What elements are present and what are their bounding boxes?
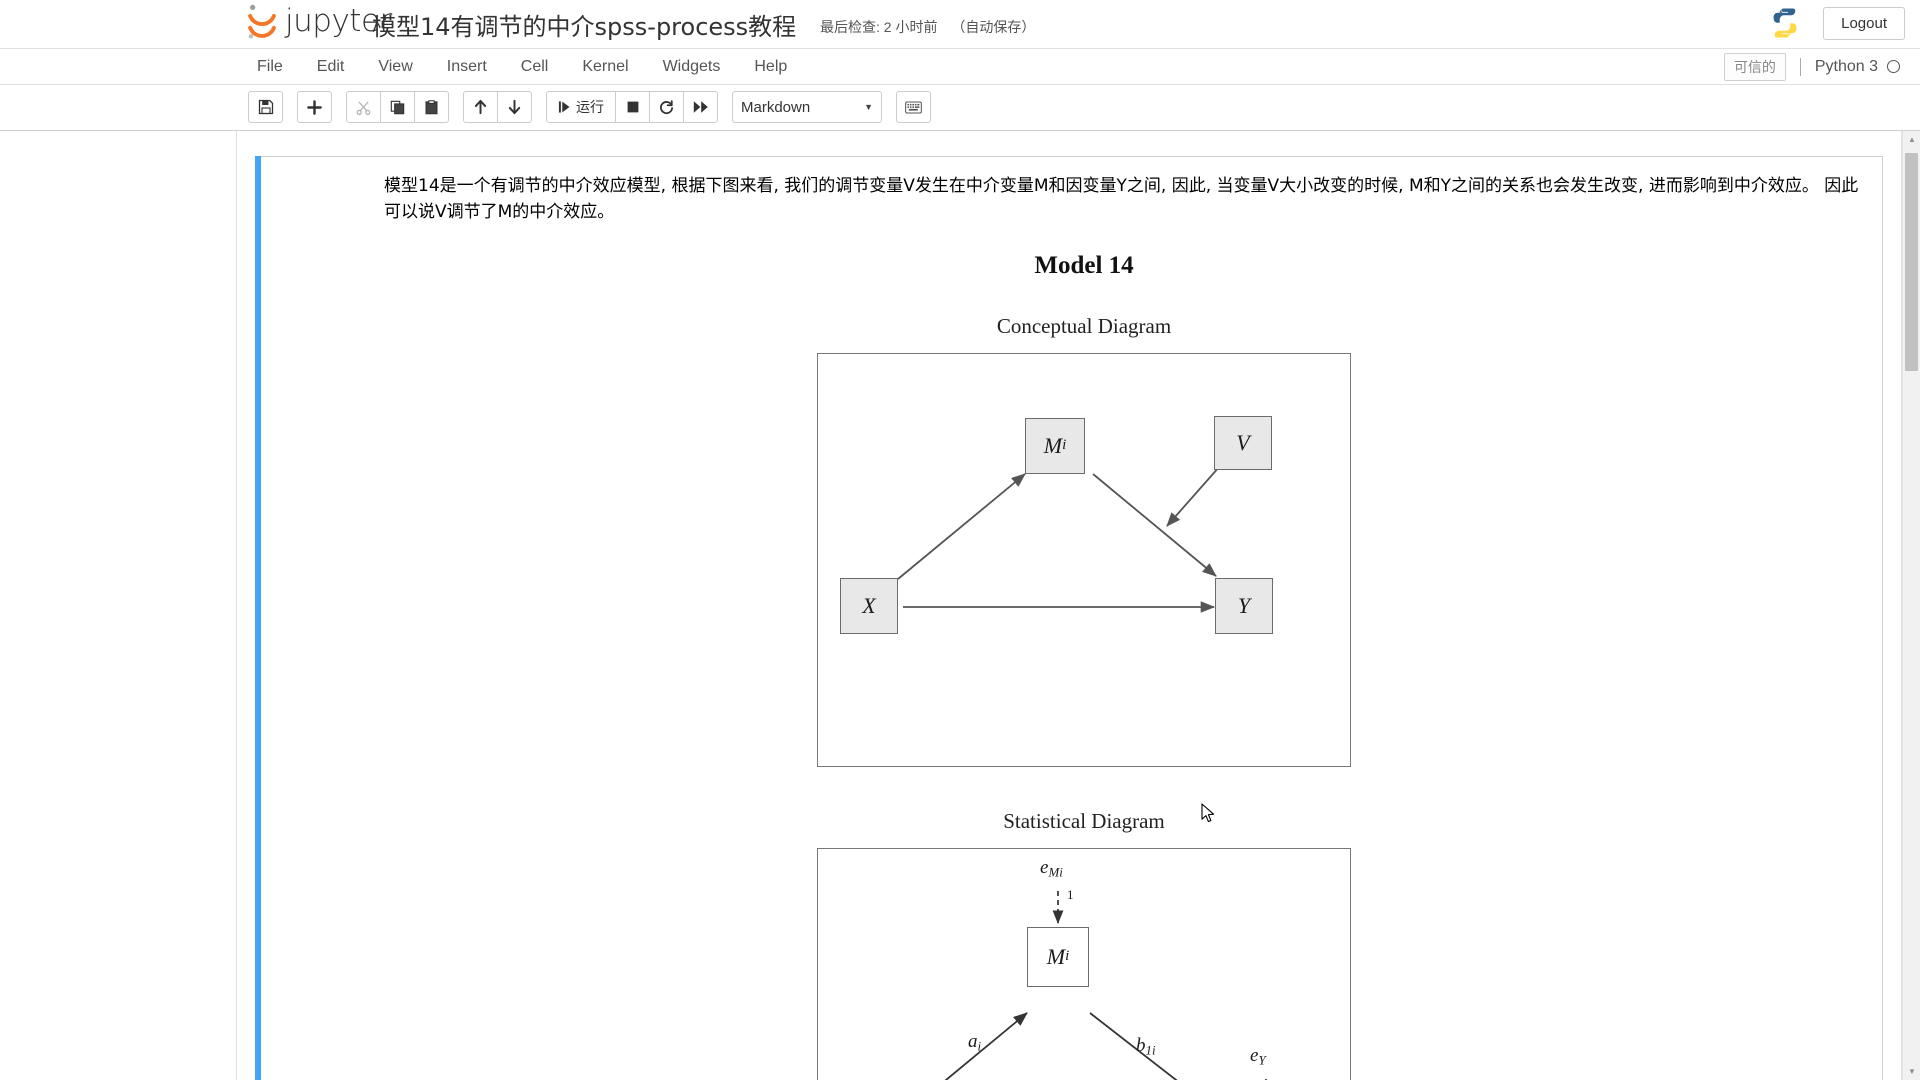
label-a: ai	[968, 1030, 982, 1054]
insert-cell-below-button[interactable]	[297, 91, 332, 123]
checkpoint-text: 最后检查: 2 小时前	[820, 19, 938, 35]
save-button[interactable]	[248, 91, 283, 123]
run-label: 运行	[576, 99, 604, 115]
jupyter-logo[interactable]: jupyter	[245, 2, 392, 40]
plus-icon	[307, 99, 322, 115]
statistical-diagram-edges	[944, 890, 1267, 1080]
menubar-container: File Edit View Insert Cell Kernel Widget…	[0, 49, 1920, 85]
node-V: V	[1214, 415, 1272, 470]
trusted-badge[interactable]: 可信的	[1723, 52, 1786, 81]
python-logo-icon	[1773, 8, 1797, 38]
restart-kernel-button[interactable]	[649, 91, 684, 123]
statistical-diagram-wrap: Statistical Diagram	[817, 809, 1351, 1080]
run-cell-button[interactable]: 运行	[546, 91, 616, 123]
conceptual-diagram-edges	[897, 448, 1236, 613]
command-palette-button[interactable]	[896, 91, 931, 123]
label-e-Y: eY	[1250, 1044, 1266, 1068]
arrow-down-icon	[508, 99, 521, 115]
stat-node-M-subscript: i	[1065, 948, 1070, 965]
restart-and-run-all-button[interactable]	[683, 91, 718, 123]
menu-help[interactable]: Help	[754, 57, 788, 75]
toolbar-group-insert	[297, 91, 332, 123]
toolbar-group-run: 运行	[546, 91, 718, 123]
scroll-thumb[interactable]	[1905, 153, 1918, 371]
interrupt-kernel-button[interactable]	[615, 91, 650, 123]
cell-type-value: Markdown	[741, 98, 811, 116]
menu-view[interactable]: View	[378, 57, 413, 75]
menu-edit[interactable]: Edit	[316, 57, 345, 75]
cell-type-select[interactable]: Markdown ▼	[732, 91, 882, 123]
label-e-M: eMi	[1040, 856, 1063, 880]
jupyter-mark-icon	[248, 4, 276, 39]
notebook-site: 模型14是一个有调节的中介效应模型, 根据下图来看, 我们的调节变量V发生在中介…	[0, 131, 1920, 1080]
jupyter-wordmark: jupyter	[285, 3, 392, 39]
label-b1: b1i	[1136, 1034, 1156, 1058]
menu-widgets[interactable]: Widgets	[662, 57, 721, 75]
menu-insert[interactable]: Insert	[446, 57, 487, 75]
floppy-disk-icon	[258, 99, 273, 115]
node-X-label: X	[862, 592, 876, 618]
arrow-up-icon	[474, 99, 487, 115]
node-Y: Y	[1215, 577, 1273, 634]
fast-forward-icon	[693, 101, 708, 113]
node-M-subscript: i	[1062, 437, 1067, 454]
stat-node-M-label: M	[1046, 943, 1066, 969]
mouse-cursor-icon	[1201, 803, 1215, 823]
logout-button[interactable]: Logout	[1823, 7, 1905, 40]
scroll-down-arrow-icon[interactable]: ▼	[1903, 1063, 1920, 1080]
markdown-cell[interactable]: 模型14是一个有调节的中介效应模型, 根据下图来看, 我们的调节变量V发生在中介…	[255, 156, 1883, 1080]
cell-selection-bar	[255, 156, 261, 1080]
notebook-name[interactable]: 模型14有调节的中介spss-process教程	[372, 13, 797, 41]
model-figure: Model 14 Conceptual Diagram	[296, 230, 1872, 1080]
toolbar-group-file	[248, 91, 283, 123]
toolbar-group-keyboard	[896, 91, 931, 123]
conceptual-diagram-title: Conceptual Diagram	[996, 313, 1172, 338]
scissors-icon	[356, 100, 371, 115]
autosave-text: （自动保存）	[951, 19, 1036, 35]
copy-button[interactable]	[380, 91, 415, 123]
chevron-down-icon: ▼	[864, 102, 873, 112]
paste-button[interactable]	[414, 91, 449, 123]
run-icon	[558, 101, 570, 113]
move-cell-down-button[interactable]	[497, 91, 532, 123]
paste-icon	[425, 99, 438, 114]
toolbar-container: 运行 Markdown ▼	[0, 85, 1920, 131]
notebook-container: 模型14是一个有调节的中介效应模型, 根据下图来看, 我们的调节变量V发生在中介…	[237, 156, 1901, 1080]
checkpoint-status: 最后检查: 2 小时前 （自动保存）	[820, 17, 1035, 37]
kernel-indicator[interactable]: Python 3	[1799, 57, 1900, 76]
page-header: jupyter 模型14有调节的中介spss-process教程 最后检查: 2…	[0, 0, 1920, 49]
restart-circular-arrow-icon	[660, 99, 674, 114]
scroll-up-arrow-icon[interactable]: ▲	[1903, 131, 1920, 148]
label-e-M-one: 1	[1067, 886, 1074, 902]
kernel-name-label: Python 3	[1814, 57, 1878, 75]
node-Y-label: Y	[1237, 592, 1251, 618]
menu-file[interactable]: File	[257, 57, 283, 75]
kernel-idle-circle-icon	[1887, 60, 1900, 73]
cut-button[interactable]	[346, 91, 381, 123]
keyboard-icon	[905, 101, 922, 113]
notebook-panel: 模型14是一个有调节的中介效应模型, 根据下图来看, 我们的调节变量V发生在中介…	[236, 131, 1902, 1080]
move-cell-up-button[interactable]	[463, 91, 498, 123]
stop-square-icon	[627, 101, 638, 113]
node-V-label: V	[1236, 429, 1250, 455]
menu-kernel[interactable]: Kernel	[582, 57, 629, 75]
copy-icon	[390, 100, 405, 114]
vertical-scrollbar[interactable]: ▲ ▼	[1902, 131, 1920, 1080]
markdown-paragraph: 模型14是一个有调节的中介效应模型, 根据下图来看, 我们的调节变量V发生在中介…	[384, 176, 1859, 223]
toolbar-group-clipboard	[346, 91, 449, 123]
node-M-label: M	[1043, 432, 1063, 458]
node-X: X	[840, 577, 898, 634]
statistical-diagram-title: Statistical Diagram	[1003, 808, 1165, 833]
menu-cell[interactable]: Cell	[520, 57, 549, 75]
toolbar-group-move	[463, 91, 532, 123]
figure-title: Model 14	[1034, 251, 1134, 279]
